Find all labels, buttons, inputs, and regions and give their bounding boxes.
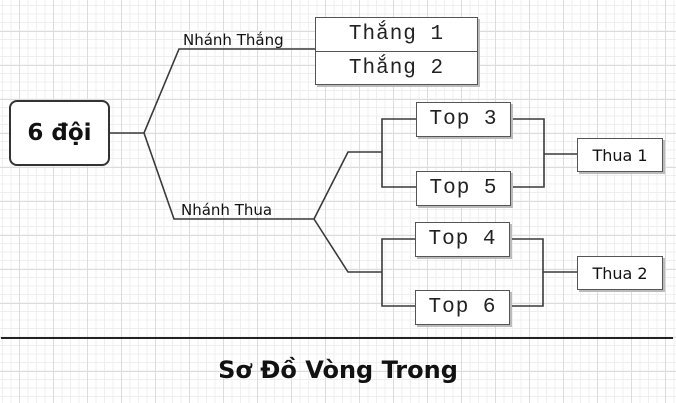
- team-box-top3[interactable]: Top 3: [416, 102, 511, 137]
- root-node-teams[interactable]: 6 đội: [9, 100, 110, 166]
- winner-item[interactable]: Thắng 1: [316, 18, 477, 51]
- team-box-top4[interactable]: Top 4: [415, 222, 510, 257]
- winners-group: Thắng 1 Thắng 2: [315, 17, 478, 85]
- result-box-thua2[interactable]: Thua 2: [577, 256, 663, 290]
- winners-branch-label: Nhánh Thắng: [183, 31, 284, 49]
- root-node-label: 6 đội: [27, 120, 92, 146]
- winner-item[interactable]: Thắng 2: [316, 51, 477, 85]
- winner-item-label: Thắng 2: [348, 57, 445, 80]
- team-label: Top 6: [428, 296, 497, 319]
- result-label: Thua 1: [592, 145, 648, 165]
- team-box-top5[interactable]: Top 5: [416, 171, 511, 206]
- diagram-title: Sơ Đồ Vòng Trong: [218, 356, 458, 384]
- winner-item-label: Thắng 1: [348, 23, 445, 46]
- team-box-top6[interactable]: Top 6: [415, 290, 510, 325]
- losers-branch-label: Nhánh Thua: [181, 201, 273, 219]
- result-label: Thua 2: [592, 263, 648, 283]
- result-box-thua1[interactable]: Thua 1: [577, 138, 663, 172]
- team-label: Top 5: [429, 177, 498, 200]
- team-label: Top 4: [428, 228, 497, 251]
- team-label: Top 3: [429, 108, 498, 131]
